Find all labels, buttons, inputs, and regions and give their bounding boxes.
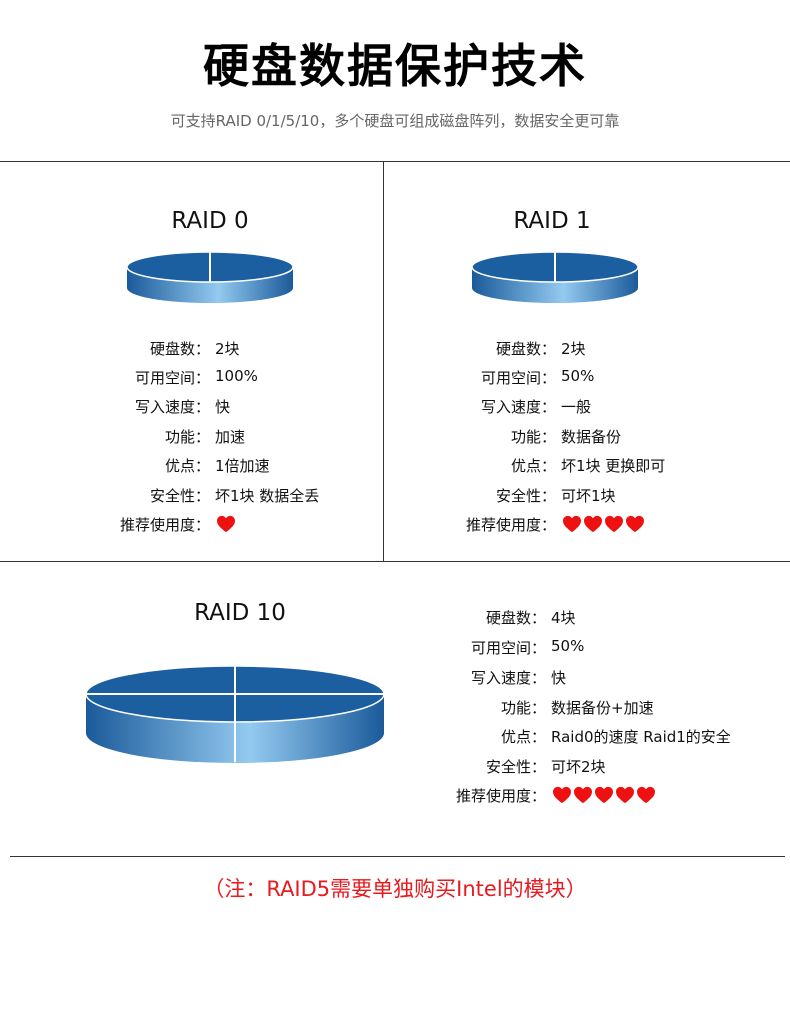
heart-icon: [217, 515, 235, 533]
spec-row: 可用空间：: [0, 367, 556, 389]
raid10-disks-value: 4块: [551, 609, 576, 627]
spec-label: 安全性：: [149, 487, 210, 505]
raid10-disk-icon: [85, 665, 385, 763]
divider-bottom: [10, 856, 785, 857]
raid1-disks-value: 2块: [561, 340, 586, 358]
spec-row: 功能：: [0, 697, 546, 719]
spec-label: 写入速度：: [134, 398, 210, 416]
raid10-advantage-value: Raid0的速度 Raid1的安全: [551, 728, 731, 746]
raid0-title: RAID 0: [171, 208, 249, 234]
raid0-disk-icon: [126, 251, 294, 303]
spec-row: 安全性：: [0, 485, 556, 507]
spec-row: 硬盘数：: [0, 607, 546, 629]
raid0-function-value: 加速: [215, 428, 246, 446]
spec-label: 可用空间：: [134, 369, 210, 387]
raid1-function-value: 数据备份: [561, 428, 622, 446]
spec-row: 写入速度：: [0, 396, 210, 418]
heart-icon: [553, 786, 571, 804]
spec-row: 硬盘数：: [0, 338, 556, 360]
spec-label: 硬盘数：: [149, 340, 210, 358]
raid1-title: RAID 1: [513, 208, 591, 234]
raid0-disks-value: 2块: [215, 340, 240, 358]
divider-top: [0, 161, 790, 162]
spec-row: 硬盘数：: [0, 338, 210, 360]
spec-label: 优点：: [510, 457, 556, 475]
heart-icon: [626, 515, 644, 533]
divider-vertical: [383, 161, 384, 561]
raid5-note: （注：RAID5需要单独购买Intel的模块）: [203, 877, 587, 901]
raid10-title: RAID 10: [194, 600, 286, 626]
spec-label: 安全性：: [495, 487, 556, 505]
spec-label: 优点：: [500, 728, 546, 746]
raid10-function-value: 数据备份+加速: [551, 699, 654, 717]
spec-row: 推荐使用度：: [0, 514, 210, 536]
spec-label: 推荐使用度：: [455, 787, 546, 805]
raid0-advantage-value: 1倍加速: [215, 457, 270, 475]
spec-row: 推荐使用度：: [0, 785, 546, 807]
spec-label: 硬盘数：: [495, 340, 556, 358]
spec-row: 可用空间：: [0, 367, 210, 389]
raid10-capacity-value: 50%: [551, 637, 585, 655]
spec-label: 推荐使用度：: [465, 516, 556, 534]
heart-icon: [616, 786, 634, 804]
raid0-speed-value: 快: [215, 398, 231, 416]
spec-label: 可用空间：: [480, 369, 556, 387]
raid1-safety-value: 可坏1块: [561, 487, 616, 505]
spec-label: 功能：: [164, 428, 210, 446]
spec-label: 写入速度：: [480, 398, 556, 416]
divider-middle: [0, 561, 790, 562]
raid10-recommend-rating: [552, 786, 657, 805]
raid1-disk-icon: [471, 251, 639, 303]
raid0-recommend-rating: [216, 515, 237, 534]
heart-icon: [595, 786, 613, 804]
spec-label: 写入速度：: [470, 669, 546, 687]
heart-icon: [584, 515, 602, 533]
spec-row: 写入速度：: [0, 396, 556, 418]
spec-row: 安全性：: [0, 756, 546, 778]
spec-row: 优点：: [0, 455, 210, 477]
spec-row: 功能：: [0, 426, 210, 448]
heart-icon: [574, 786, 592, 804]
spec-row: 优点：: [0, 455, 556, 477]
spec-row: 功能：: [0, 426, 556, 448]
spec-row: 优点：: [0, 726, 546, 748]
spec-row: 安全性：: [0, 485, 210, 507]
raid0-safety-value: 坏1块 数据全丢: [215, 487, 320, 505]
raid10-safety-value: 可坏2块: [551, 758, 606, 776]
heart-icon: [637, 786, 655, 804]
heart-icon: [605, 515, 623, 533]
spec-row: 写入速度：: [0, 667, 546, 689]
raid1-recommend-rating: [562, 515, 646, 534]
raid1-speed-value: 一般: [561, 398, 592, 416]
raid1-capacity-value: 50%: [561, 367, 595, 385]
heart-icon: [563, 515, 581, 533]
page-title: 硬盘数据保护技术: [203, 39, 587, 93]
spec-label: 安全性：: [485, 758, 546, 776]
spec-label: 功能：: [500, 699, 546, 717]
spec-label: 功能：: [510, 428, 556, 446]
raid0-capacity-value: 100%: [215, 367, 258, 385]
raid1-advantage-value: 坏1块 更换即可: [561, 457, 666, 475]
spec-label: 优点：: [164, 457, 210, 475]
page-subtitle: 可支持RAID 0/1/5/10，多个硬盘可组成磁盘阵列，数据安全更可靠: [170, 112, 620, 130]
raid10-speed-value: 快: [551, 669, 567, 687]
spec-label: 可用空间：: [470, 639, 546, 657]
spec-row: 推荐使用度：: [0, 514, 556, 536]
spec-label: 推荐使用度：: [119, 516, 210, 534]
spec-row: 可用空间：: [0, 637, 546, 659]
spec-label: 硬盘数：: [485, 609, 546, 627]
